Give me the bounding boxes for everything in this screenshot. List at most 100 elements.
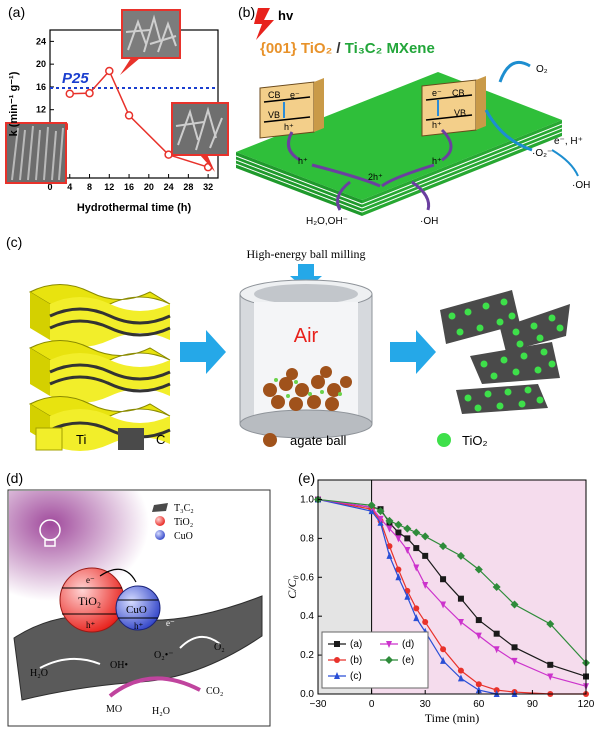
chart-e-legend-marker [385,656,393,664]
arrow-right-icon [180,330,226,374]
sem-inset-left [5,122,68,184]
chart-e-data-point [386,525,393,533]
panel-label-c: (c) [6,234,23,250]
chart-e-data-point [456,551,465,560]
hole-right: h⁺ [432,120,442,130]
panel-c: (c) [0,232,600,468]
arrow-o2 [179,636,221,649]
chart-e-data-point [511,657,518,665]
o2-radical-label: ·O₂⁻ [532,148,552,159]
chart-e-data-point [440,601,447,609]
arrow-oh-radical [551,149,579,177]
chart-e-data-point [404,547,411,555]
arrow-o2 [498,61,531,83]
oh-label-d: OH• [110,660,128,671]
chart-e-legend-marker [334,641,340,647]
chart-a-data-point [85,88,94,98]
chart-e-data-point [439,542,448,551]
hole-left-2: h⁺ [298,156,308,166]
legend-c-swatch [118,428,144,450]
panel-label-a: (a) [8,4,26,20]
chart-e-data-point [413,564,420,572]
electron-proton-label: e⁻, H⁺ [554,136,583,147]
chart-e-data-point [475,681,482,688]
chart-e-data-point [395,566,402,573]
cb-label-left: CB [268,90,281,100]
arrow-oh [39,657,101,669]
vb-label-right: VB [454,108,466,118]
chart-e-data-point [493,646,500,654]
chart-a-xtick-label: 0 [47,182,52,192]
chart-a-xtick-label: 32 [203,182,213,192]
chart-e-legend-marker [334,672,340,679]
o2-radical-d: O₂•⁻ [154,650,174,661]
chart-e-data-point [413,614,420,622]
arrow-to-h2o [336,180,351,211]
mxene-layers [28,284,171,451]
legend-t3c2-icon [152,503,168,512]
two-holes-label: 2h⁺ [368,172,383,182]
hole-tio2: h⁺ [86,620,96,630]
cuo-sphere [115,585,161,631]
oh-radical-label: ·OH [572,180,590,191]
o2-label: O₂ [536,64,548,75]
chart-a-xtick-label: 12 [104,182,114,192]
tio2-sphere-label: TiO₂ [78,594,101,608]
chart-a-data-point [65,89,75,99]
arrow-electron-transfer [99,568,137,583]
legend-agate-label: agate ball [290,433,346,448]
legend-cuo-label: CuO [174,531,193,542]
arrow-to-oh [411,180,431,211]
fragments-tio2 [440,290,570,414]
chart-e-xtick-label: 0 [369,699,375,710]
chart-e-data-point [385,516,394,525]
milling-label: High-energy ball milling [246,247,365,261]
chart-e-data-point [493,630,500,637]
milling-jar [239,279,373,439]
lightbulb-icon [39,519,61,547]
chart-e-data-point [440,576,447,583]
o2-label-d: O₂ [214,642,225,653]
chart-e-data-point [386,543,393,550]
chart-e-data-point [422,582,429,590]
arrow-right-icon-2 [390,330,436,374]
h2o-oh-label: H₂O,OH⁻ [306,216,348,227]
chart-e-xtick-label: 90 [527,699,539,710]
chart-e-data-point [511,644,518,651]
chart-e-data-point [475,617,482,624]
chart-e-data-point [547,673,554,681]
tio2-block-left: CB e⁻ VB h⁺ [259,78,324,139]
chart-e-ytick-label: 0.6 [300,572,314,583]
legend-tio2-d-label: TiO₂ [174,517,193,528]
chart-e-xtick-label: 60 [473,699,485,710]
chart-a-ytick-label: 20 [36,59,46,69]
title-sep: / [332,40,345,57]
arrow-mo-degradation [108,676,201,698]
chart-a: 04812162024283204812162024 P25 [5,9,229,214]
h2o-product-label: H₂O [152,706,170,717]
chart-e-data-point [395,529,402,536]
chart-e-data-point [457,595,464,602]
arrow-left-to-2h [311,163,381,188]
chart-e-data-point [403,524,412,533]
chart-a-data-point [105,66,114,76]
chart-e-data-point [421,532,430,541]
chart-a-data-point [124,111,134,120]
sem-inset-top [120,9,181,75]
chart-a-xlabel: Hydrothermal time (h) [77,202,192,214]
mo-label: MO [106,704,122,715]
h2o-label-d: H₂O [30,668,48,679]
mechanism-d: T₃C₂ TiO₂ CuO e⁻ TiO₂ h⁺ h⁺ CuO e⁻ H₂O O… [7,489,271,727]
chart-e-data-point [440,656,447,664]
chart-e-data-point [395,535,402,543]
chart-e-ytick-label: 0.8 [300,533,314,544]
electron-sheet: e⁻ [166,618,175,628]
legend-c-label: C [156,432,165,447]
legend-tio2-ball-icon [155,516,165,526]
electron-tio2: e⁻ [86,575,95,585]
arrow-right-hole [440,128,453,162]
chart-a-ytick-label: 16 [36,82,46,92]
chart-e-xtick-label: −30 [310,699,327,710]
